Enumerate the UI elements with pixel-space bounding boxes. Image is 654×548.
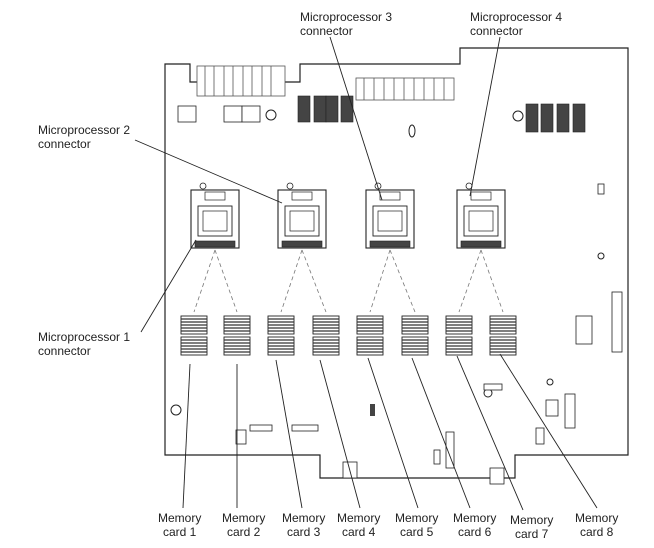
- leader-line: [499, 353, 598, 509]
- right-side-components: [235, 291, 623, 485]
- memory-card-connector-6: [401, 315, 429, 356]
- dashed-link: [193, 249, 216, 313]
- top-edge-connector-right: [355, 77, 455, 101]
- memory-card-connector-7: [445, 315, 473, 356]
- socket-to-memory-dashed-links: [193, 249, 504, 313]
- small-component: [370, 404, 375, 416]
- component-blocks-top: [297, 95, 586, 133]
- memory-card-connectors: [180, 315, 517, 356]
- memory-card-connector-8: [489, 315, 517, 356]
- leader-line: [140, 239, 197, 333]
- microprocessor-socket-1: [190, 182, 240, 249]
- leader-line: [329, 36, 383, 201]
- leader-line: [319, 359, 361, 509]
- leader-line: [182, 363, 191, 509]
- dashed-link: [214, 249, 238, 313]
- jumper-blocks: [177, 105, 261, 123]
- leader-line: [367, 357, 419, 509]
- mounting-holes: [170, 109, 605, 416]
- memory-card-connector-5: [356, 315, 384, 356]
- microprocessor-socket-2: [277, 182, 327, 249]
- leader-line: [456, 355, 524, 511]
- dashed-link: [369, 249, 391, 313]
- leader-line: [134, 139, 283, 204]
- memory-card-connector-4: [312, 315, 340, 356]
- leader-line: [469, 36, 501, 197]
- dashed-link: [458, 249, 482, 313]
- memory-card-connector-2: [223, 315, 251, 356]
- memory-card-connector-3: [267, 315, 295, 356]
- leader-line: [411, 357, 471, 509]
- top-edge-connector-left: [196, 65, 286, 97]
- leader-line: [275, 359, 303, 509]
- dashed-link: [480, 249, 504, 313]
- leader-lines: [134, 36, 598, 511]
- microprocessor-socket-4: [456, 182, 506, 249]
- small-header: [597, 183, 605, 195]
- memory-card-connector-1: [180, 315, 208, 356]
- microprocessor-socket-3: [365, 182, 415, 249]
- dashed-link: [280, 249, 303, 313]
